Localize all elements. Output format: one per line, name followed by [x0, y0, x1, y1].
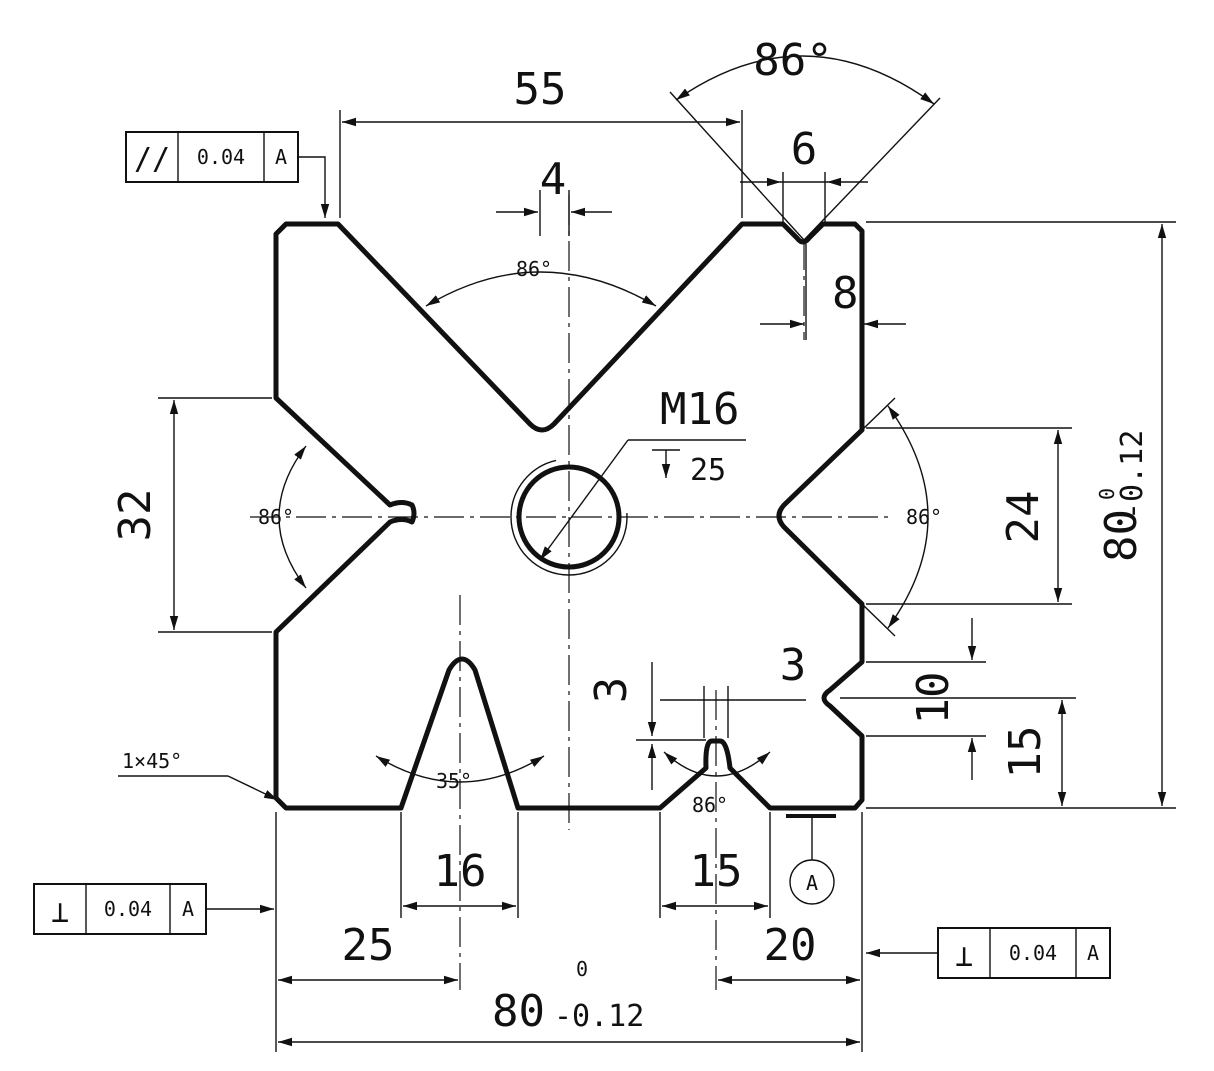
- dim-86-right: 86°: [906, 505, 942, 529]
- dim-3-right: 3: [780, 640, 807, 691]
- tolerance-frame-perpendicular-right: ⊥ 0.04 A: [937, 927, 1111, 979]
- dim-8: 8: [832, 268, 859, 319]
- fcf1-value: 0.04: [197, 145, 245, 169]
- thread-label: M16: [660, 384, 739, 435]
- dim-80-bottom: 80: [492, 986, 545, 1037]
- dim-25: 25: [342, 920, 395, 971]
- part-outline: [273, 221, 865, 811]
- fcf3-symbol: ⊥: [955, 939, 973, 974]
- thread-depth: 25: [690, 453, 726, 488]
- dim-20: 20: [764, 920, 817, 971]
- dim-15-right: 15: [1000, 726, 1051, 779]
- dim-55: 55: [514, 64, 567, 115]
- dim-32: 32: [110, 489, 161, 542]
- arc-86-top: [675, 55, 935, 105]
- datum-label: A: [806, 871, 818, 895]
- dim-16: 16: [434, 846, 487, 897]
- chamfer-label: 1×45°: [122, 749, 182, 773]
- fcf3-value: 0.04: [1009, 941, 1057, 965]
- dim-6: 6: [791, 124, 818, 175]
- arc-86-inner: [425, 271, 657, 307]
- fcf2-value: 0.04: [104, 897, 152, 921]
- fcf1-symbol: //: [134, 142, 170, 177]
- tol-lower-bottom: -0.12: [554, 999, 644, 1034]
- dim-24: 24: [998, 491, 1049, 544]
- dim-80-right: 80: [1096, 509, 1147, 562]
- fcf1-datum: A: [275, 145, 287, 169]
- dim-3-vertical: 3: [586, 677, 637, 704]
- dim-86-left: 86°: [258, 505, 294, 529]
- datum-circle: [789, 859, 835, 905]
- fcf3-datum: A: [1087, 941, 1099, 965]
- tol-lower-right: -0.12: [1115, 430, 1150, 520]
- dim-86-inner-top: 86°: [516, 257, 552, 281]
- dim-86-bottom: 86°: [692, 793, 728, 817]
- tol-upper-bottom: 0: [576, 957, 588, 981]
- fcf2-symbol: ⊥: [51, 895, 69, 930]
- tolerance-frame-perpendicular-left: ⊥ 0.04 A: [33, 883, 207, 935]
- dim-4: 4: [540, 154, 567, 205]
- dim-86-top: 86°: [753, 35, 832, 86]
- fcf2-datum: A: [182, 897, 194, 921]
- tol-upper-right: 0: [1095, 488, 1119, 500]
- dim-15-bottom: 15: [690, 846, 743, 897]
- dim-35: 35°: [436, 769, 472, 793]
- dim-10: 10: [908, 672, 959, 725]
- tolerance-frame-parallel: // 0.04 A: [125, 131, 299, 183]
